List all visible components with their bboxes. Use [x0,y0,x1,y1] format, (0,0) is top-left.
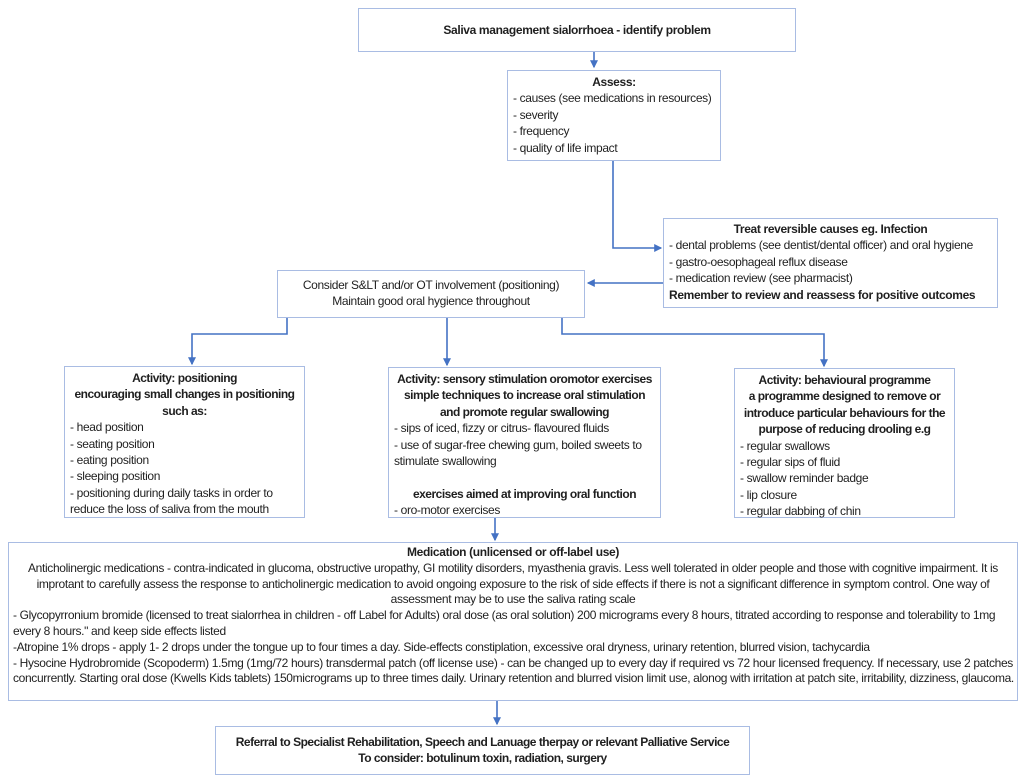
medication-intro: Anticholinergic medications - contra-ind… [28,560,998,607]
activity-sensory-item: - sips of iced, fizzy or citrus- flavour… [394,421,609,436]
treat-title: Treat reversible causes eg. Infection [733,222,928,236]
activity-sensory-item: - use of sugar-free chewing gum, boiled … [394,437,642,469]
medication-title: Medication (unlicensed or off-label use) [406,545,620,559]
assess-item: - causes (see medications in resources) [513,91,712,106]
box-activity-sensory-stimulation: Activity: sensory stimulation oromotor e… [388,367,661,518]
activity-sensory-title: Activity: sensory stimulation oromotor e… [397,372,652,386]
medication-item-hysocine: - Hysocine Hydrobromide (Scopoderm) 1.5m… [13,655,1014,686]
activity-behavioural-item: - swallow reminder badge [740,471,869,486]
box-medication: Medication (unlicensed or off-label use)… [8,542,1018,701]
box-assess: Assess: - causes (see medications in res… [507,70,721,161]
box-identify-problem: Saliva management sialorrhoea - identify… [358,8,796,52]
consider-line: Consider S&LT and/or OT involvement (pos… [302,278,560,292]
activity-sensory-item: - oro-motor exercises [394,503,501,518]
activity-positioning-title: such as: [162,403,207,418]
activity-sensory-subtitle: exercises aimed at improving oral functi… [412,486,637,501]
consider-line: Maintain good oral hygience throughout [332,294,530,309]
activity-positioning-title: encouraging small changes in positioning [74,387,295,402]
activity-behavioural-title: Activity: behavioural programme [758,373,931,387]
activity-sensory-title: simple techniques to increase oral stimu… [403,388,646,403]
referral-line: To consider: botulinum toxin, radiation,… [358,751,607,766]
arrow-consider-to-positioning [188,318,288,366]
treat-footer: Remember to review and reassess for posi… [669,287,976,302]
assess-item: - quality of life impact [513,140,618,155]
treat-item: - dental problems (see dentist/dental of… [669,238,973,253]
assess-item: - severity [513,107,559,122]
arrow-consider-to-behavioural [561,318,828,368]
activity-positioning-item: - seating position [70,436,155,451]
treat-item: - medication review (see pharmacist) [669,271,853,286]
treat-item: - gastro-oesophageal reflux disease [669,254,848,269]
activity-positioning-title: Activity: positioning [132,371,237,385]
blank-line [389,469,660,485]
arrow-assess-to-treat [612,161,663,252]
activity-behavioural-title: a programme designed to remove or [748,389,941,404]
activity-behavioural-item: - regular sips of fluid [740,455,840,470]
activity-positioning-item: - positioning during daily tasks in orde… [70,485,273,517]
referral-line: Referral to Specialist Rehabilitation, S… [235,735,730,749]
box-referral: Referral to Specialist Rehabilitation, S… [215,726,750,775]
box-consider-slt-ot: Consider S&LT and/or OT involvement (pos… [277,270,585,318]
medication-item-glycopyrronium: - Glycopyrronium bromide (licensed to tr… [13,608,996,638]
identify-problem-title: Saliva management sialorrhoea - identify… [443,22,711,37]
assess-title: Assess: [592,75,636,89]
activity-behavioural-item: - regular swallows [740,438,830,453]
activity-behavioural-title: introduce particular behaviours for the [743,405,946,420]
activity-positioning-item: - eating position [70,453,149,468]
activity-positioning-item: - head position [70,420,144,435]
assess-item: - frequency [513,124,570,139]
activity-positioning-item: - sleeping position [70,469,161,484]
activity-behavioural-title: purpose of reducing drooling e.g [758,422,932,437]
activity-behavioural-item: - lip closure [740,487,797,502]
box-activity-positioning: Activity: positioning encouraging small … [64,366,305,518]
box-activity-behavioural-programme: Activity: behavioural programme a progra… [734,368,955,518]
medication-item-atropine: -Atropine 1% drops - apply 1- 2 drops un… [13,639,870,654]
activity-behavioural-item: - regular dabbing of chin [740,504,861,519]
activity-sensory-title: and promote regular swallowing [439,404,610,419]
box-treat-reversible-causes: Treat reversible causes eg. Infection - … [663,218,998,308]
